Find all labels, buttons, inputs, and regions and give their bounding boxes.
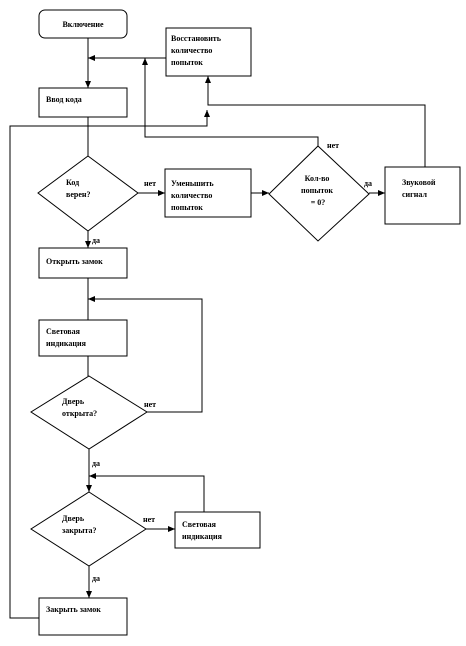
enter-code-label: Ввод кода (46, 95, 82, 104)
zero-yes-label: да (364, 179, 372, 188)
light-indication-box-2 (174, 511, 261, 549)
close-lock-box (38, 597, 128, 636)
code-check-label: Код верен? (66, 178, 90, 199)
decrease-attempts-box (164, 168, 252, 218)
light-indication-label-1: Световая индикация (46, 327, 87, 348)
door-open-label: Дверь открыта? (62, 397, 97, 418)
door-closed-label: Дверь закрыта? (62, 514, 97, 535)
zero-no-label: нет (327, 141, 339, 150)
restore-label: Восстановить количество попыток (171, 34, 223, 67)
close-lock-label: Закрыть замок (46, 605, 101, 614)
attempts-zero-decision (268, 145, 370, 242)
connectors (9, 38, 426, 619)
start-label: Включение (62, 20, 104, 29)
closed-yes-label: да (92, 574, 100, 583)
attempts-zero-label: Кол-во попыток = 0? (301, 174, 335, 207)
open-lock-box (38, 247, 128, 279)
code-no-label: нет (144, 179, 156, 188)
restore-attempts-box (165, 27, 252, 77)
start-terminal (38, 9, 128, 39)
enter-code-box (38, 87, 128, 118)
light-indication-label-2: Световая индикация (182, 520, 223, 541)
sound-label: Звуковой сигнал (402, 178, 437, 199)
closed-no-label: нет (143, 515, 155, 524)
open-no-label: нет (144, 400, 156, 409)
code-yes-label: да (92, 236, 100, 245)
sound-signal-box (384, 166, 461, 225)
light-indication-box-1 (38, 319, 128, 357)
open-yes-label: да (92, 459, 100, 468)
open-lock-label: Открыть замок (46, 257, 103, 266)
decrease-label: Уменьшить количество попыток (171, 179, 216, 212)
